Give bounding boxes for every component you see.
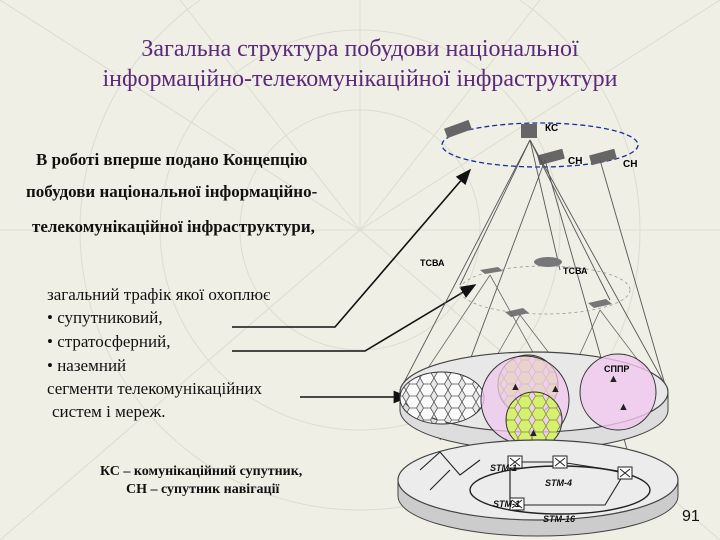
label-tsva-2: ТСВА <box>563 266 588 276</box>
label-ks: КС <box>545 123 558 134</box>
tower-icon: ▲ <box>510 381 521 393</box>
page-number: 91 <box>682 508 700 525</box>
label-stm-4: STM-4 <box>545 478 572 488</box>
title-line-2: інформаційно-телекомунікаційної інфрастр… <box>102 66 618 92</box>
pink-coverage-zone-right <box>579 353 657 431</box>
satellite-icons <box>444 119 617 166</box>
segments-line-1: сегменти телекомунікаційних <box>47 379 263 398</box>
hexagonal-cell-area <box>399 371 485 425</box>
segments-line-2: систем і мереж. <box>52 402 166 421</box>
network-nodes <box>507 455 633 511</box>
stratospheric-platforms <box>480 257 612 317</box>
bullet-ground: • наземний <box>47 356 127 375</box>
legend-sn: СН – супутник навігації <box>126 482 280 497</box>
aircraft-icon <box>588 299 612 308</box>
ks-satellite-icon <box>521 124 537 138</box>
tower-icon: ▲ <box>618 401 629 413</box>
intro-line-2: побудови національної інформаційно- <box>26 182 318 201</box>
tower-icon: ▲ <box>528 427 539 439</box>
slide-title: Загальна структура побудови національної… <box>0 34 720 94</box>
legend: КС – комунікаційний супутник, СН – супут… <box>100 463 302 499</box>
satellite-icon <box>589 148 617 166</box>
cross-connect-icon <box>507 455 523 469</box>
satellite-beams <box>399 139 669 461</box>
label-sppr: СППР <box>604 364 629 374</box>
aircraft-icon <box>505 308 529 317</box>
legend-ks: КС – комунікаційний супутник, <box>100 464 303 479</box>
airship-icon <box>534 257 562 267</box>
traffic-line: загальний трафік якої охоплює <box>47 285 271 304</box>
satellite-icon <box>444 119 472 139</box>
intro-line-3: телекомунікаційної інфраструктури, <box>32 217 315 236</box>
pointer-stratospheric <box>232 284 477 352</box>
pointer-satellite <box>232 168 472 328</box>
label-sn-2: СН <box>623 159 637 170</box>
tower-icons: ▲ ▲ ▲ ▲ ▲ <box>510 373 629 439</box>
bullet-stratospheric: • стратосферний, <box>47 332 171 351</box>
tower-icon: ▲ <box>550 383 561 395</box>
cross-connect-icon <box>617 466 633 480</box>
cross-connect-icon <box>552 455 568 469</box>
label-tsva-1: ТСВА <box>420 258 445 268</box>
title-line-1: Загальна структура побудови національної <box>141 36 579 62</box>
label-stm-1-a: STM-1 <box>490 463 517 473</box>
tower-icon: ▲ <box>608 373 619 385</box>
intro-line-1: В роботі вперше подано Концепцію <box>36 150 308 169</box>
pointer-lines <box>232 168 477 404</box>
bullet-satellite: • супутниковий, <box>47 308 163 327</box>
cross-connect-icon <box>509 497 525 511</box>
aircraft-icon <box>480 267 503 274</box>
label-stm-1-b: STM-1 <box>493 499 520 509</box>
satellite-icon <box>537 148 565 166</box>
label-stm-16: STM-16 <box>543 514 576 524</box>
label-sn-1: СН <box>568 156 582 167</box>
satellite-orbit <box>441 122 639 168</box>
